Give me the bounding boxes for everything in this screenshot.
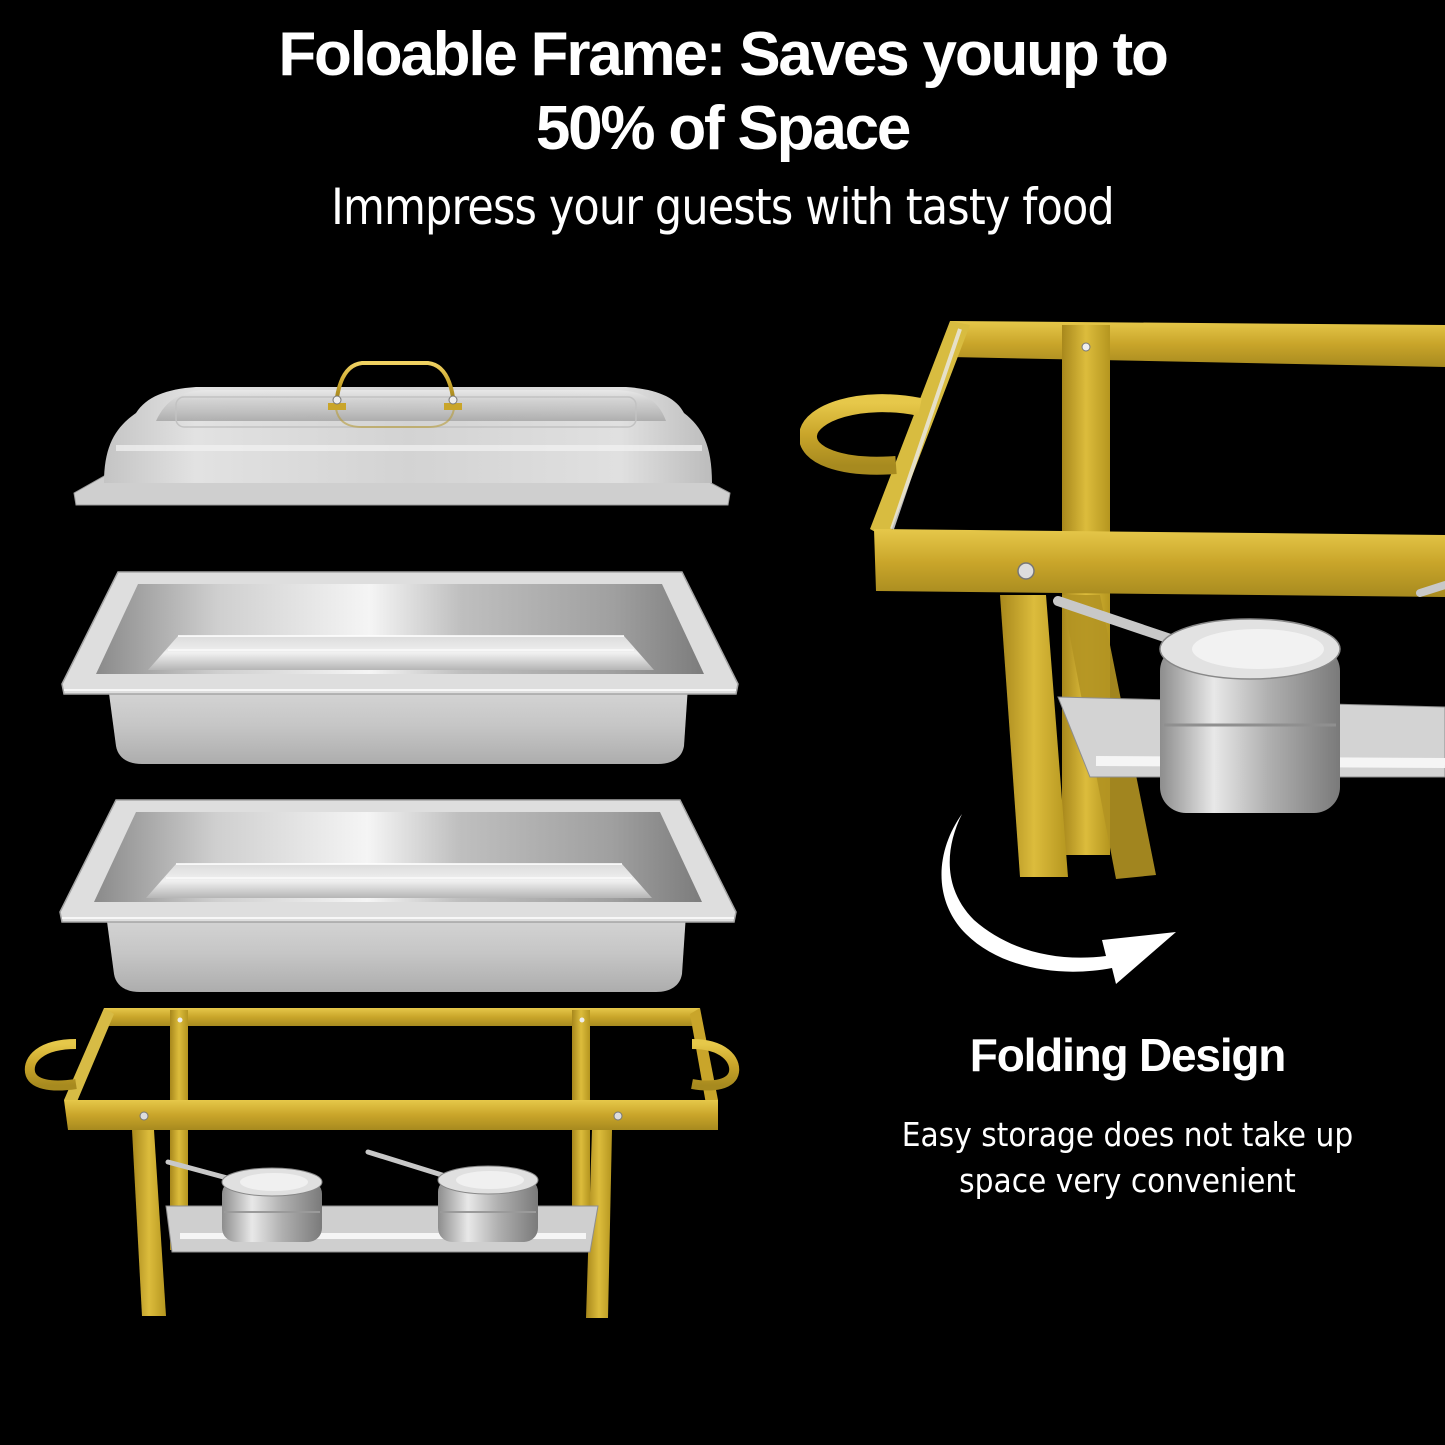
- headline: Foloable Frame: Saves youup to 50% of Sp…: [0, 18, 1445, 166]
- subheadline: Immpress your guests with tasty food: [331, 178, 1115, 236]
- feature-description: Easy storage does not take up space very…: [887, 1112, 1369, 1204]
- feature-title: Folding Design: [969, 1029, 1287, 1081]
- headline-line-1: Foloable Frame: Saves youup to: [278, 20, 1169, 89]
- food-pan-icon: [58, 566, 742, 766]
- feature-description-line-1: Easy storage does not take up: [901, 1115, 1354, 1154]
- food-pan-icon: [56, 794, 740, 994]
- chafing-frame-icon: [20, 1000, 740, 1325]
- chafing-lid-icon: [66, 355, 736, 515]
- headline-line-2: 50% of Space: [535, 94, 912, 163]
- folding-leg-icon: [800, 315, 1445, 885]
- feature-description-line-2: space very convenient: [959, 1161, 1296, 1200]
- curved-arrow-icon: [940, 810, 1180, 985]
